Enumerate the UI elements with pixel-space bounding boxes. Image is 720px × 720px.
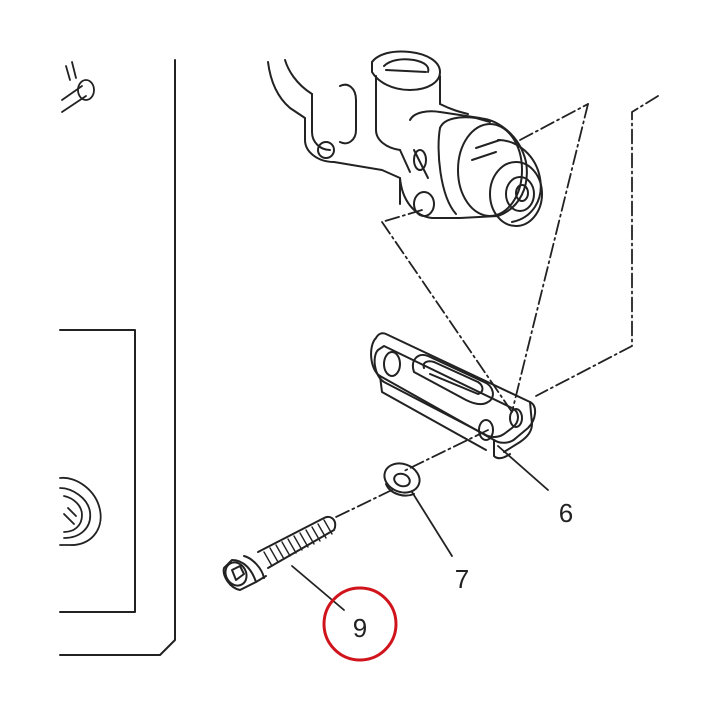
left-frame (59, 59, 176, 656)
alignment-lines (333, 95, 659, 519)
callout-7: 7 (455, 564, 469, 594)
clevis-pin-icon (61, 61, 95, 113)
bolt-icon (222, 516, 337, 591)
leader-lines (291, 445, 549, 611)
master-cylinder-icon (267, 50, 543, 227)
callout-6: 6 (559, 498, 573, 528)
cap-icon (59, 477, 102, 546)
washer-icon (383, 462, 421, 497)
highlight-circle (322, 586, 398, 662)
callout-9: 9 (353, 613, 367, 643)
gasket-icon (370, 332, 536, 460)
